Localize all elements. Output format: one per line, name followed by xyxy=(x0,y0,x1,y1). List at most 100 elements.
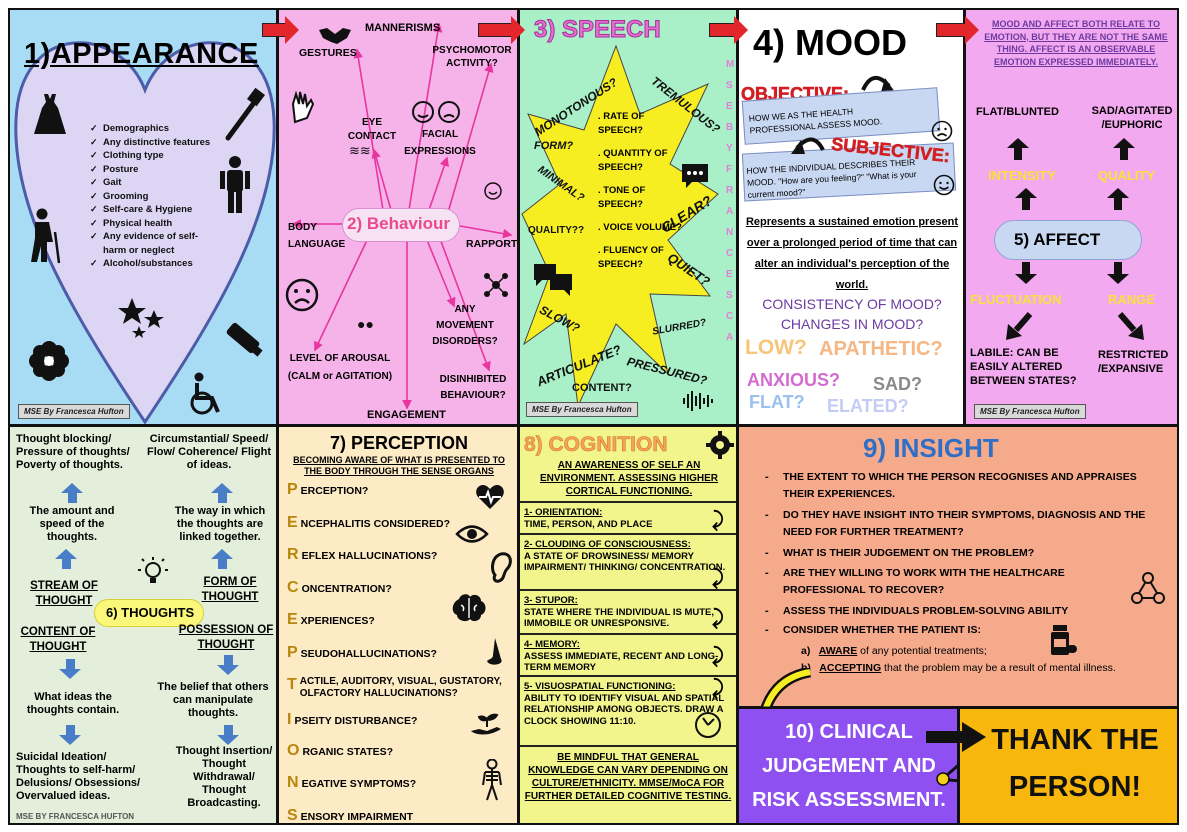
speech-word-content: CONTENT? xyxy=(572,382,632,394)
person-icon xyxy=(220,156,250,213)
hand-plant-icon xyxy=(471,713,501,735)
affect-title: 5) AFFECT xyxy=(1014,230,1101,249)
speech-title: 3) SPEECH xyxy=(534,16,662,44)
cognition-item: 1- ORIENTATION:TIME, PERSON, AND PLACE xyxy=(524,507,653,530)
thought-circumstantial: Circumstantial/ Speed/ Flow/ Coherence/ … xyxy=(146,433,272,471)
insight-panel: 9) INSIGHT - THE EXTENT TO WHICH THE PER… xyxy=(737,425,1179,708)
up-arrow-icon xyxy=(210,549,234,569)
clinical-panel: 10) CLINICAL JUDGEMENT AND RISK ASSESSME… xyxy=(737,707,959,825)
dress-icon xyxy=(34,94,66,134)
divider xyxy=(520,589,736,591)
thought-amount: The amount and speed of the thoughts. xyxy=(29,505,115,543)
stars-icon xyxy=(118,298,164,338)
credit-caps: MSE BY FRANCESCA HUFTON xyxy=(16,812,135,821)
cognition-title: 8) COGNITION xyxy=(524,433,668,457)
heartbeat-icon xyxy=(476,485,504,509)
list-item: Alcohol/substances xyxy=(90,257,220,271)
thoughts-title: 6) THOUGHTS xyxy=(106,605,195,620)
up-arrow-icon xyxy=(1112,138,1136,160)
speech-panel: 3) SPEECH MONOTONOUS? TREMULOUS? FORM? M… xyxy=(518,8,738,426)
behaviour-panel: GESTURES MANNERISMS PSYCHOMOTOR ACTIVITY… xyxy=(277,8,519,426)
appearance-panel: 1)APPEARANCE Demographics Any distinctiv… xyxy=(8,8,278,426)
list-item: Clothing type xyxy=(90,149,220,163)
cognition-item: 4- MEMORY:ASSESS IMMEDIATE, RECENT AND L… xyxy=(524,639,719,673)
handshake-icon xyxy=(319,28,351,44)
credit-label: MSE By Francesca Hufton xyxy=(974,404,1086,419)
down-arrow-icon xyxy=(1014,262,1038,284)
insight-item: DO THEY HAVE INSIGHT INTO THEIR SYMPTOMS… xyxy=(783,509,1146,538)
curved-arrow-icon: ⤸ xyxy=(712,607,724,629)
perception-subtitle: BECOMING AWARE OF WHAT IS PRESENTED TO T… xyxy=(293,455,505,476)
curved-arrow-icon: ⤸ xyxy=(712,645,724,667)
behaviour-title: 2) Behaviour xyxy=(347,214,450,233)
movement-disorders-label: ANY MOVEMENT DISORDERS? xyxy=(432,304,498,347)
mannerisms-label: MANNERISMS xyxy=(365,22,441,34)
mood-title: 4) MOOD xyxy=(753,22,908,63)
thought-blocking: Thought blocking/ Pressure of thoughts/ … xyxy=(16,433,130,471)
curved-arrow-icon: ⤸ xyxy=(712,677,724,699)
flow-arrow-icon xyxy=(709,16,748,44)
psychomotor-label: PSYCHOMOTOR ACTIVITY? xyxy=(432,45,512,69)
speech-item-rate: . RATE OF SPEECH? xyxy=(598,111,645,136)
changes-in-mood: CHANGES IN MOOD? xyxy=(780,316,924,332)
mood-panel: 4) MOOD OBJECTIVE: HOW WE AS THE HEALTH … xyxy=(737,8,965,426)
thought-way: The way in which the thoughts are linked… xyxy=(174,505,266,543)
toothpaste-icon xyxy=(226,322,263,357)
down-arrow-icon xyxy=(58,725,82,745)
sign-language-icon xyxy=(291,90,315,124)
mood-definition: Represents a sustained emotion present o… xyxy=(745,216,959,291)
smiley-icon xyxy=(484,182,502,200)
bullet-dash: - xyxy=(765,547,769,559)
affect-labile: LABILE: CAN BE EASILY ALTERED BETWEEN ST… xyxy=(970,347,1077,387)
appearance-list: Demographics Any distinctive features Cl… xyxy=(90,122,220,271)
curved-arrow-icon xyxy=(861,76,895,92)
affect-panel: MOOD AND AFFECT BOTH RELATE TO EMOTION, … xyxy=(964,8,1179,426)
mood-anxious: ANXIOUS? xyxy=(747,370,841,390)
thought-ideas: What ideas the thoughts contain. xyxy=(26,691,120,716)
possession-of-thought: POSSESSION OF THOUGHT xyxy=(178,624,274,651)
thought-belief: The belief that others can manipulate th… xyxy=(157,681,269,719)
list-item: Demographics xyxy=(90,122,220,136)
cognition-item: 5- VISUOSPATIAL FUNCTIONING:ABILITY TO I… xyxy=(524,681,725,727)
mood-flat: FLAT? xyxy=(749,392,805,412)
list-item: Posture xyxy=(90,163,220,177)
speech-items: . RATE OF SPEECH? . QUANTITY OF SPEECH? … xyxy=(598,110,682,272)
curved-arrow-icon: ⤸ xyxy=(712,509,724,531)
thoughts-panel: Thought blocking/ Pressure of thoughts/ … xyxy=(8,425,278,825)
thought-insertion: Thought Insertion/ Thought Withdrawal/ T… xyxy=(175,745,273,809)
diag-arrow-icon xyxy=(1006,312,1033,340)
wheelchair-icon xyxy=(190,372,220,415)
insight-item: THE EXTENT TO WHICH THE PERSON RECOGNISE… xyxy=(783,471,1137,500)
mood-sad: SAD? xyxy=(873,374,922,394)
rapport-label: RAPPORT xyxy=(466,238,518,250)
thoughts-cloud xyxy=(94,599,204,627)
list-item: Gait xyxy=(90,176,220,190)
flower-icon xyxy=(29,341,69,381)
smiley-icon xyxy=(933,174,955,196)
thanks-title: THANK THE PERSON! xyxy=(991,724,1159,803)
flow-arrow-icon xyxy=(478,16,525,44)
sad-face-icon xyxy=(285,278,319,312)
speech-side-text: MSE BY FRANCESCA xyxy=(726,59,735,343)
flow-arrow-icon xyxy=(262,16,299,44)
bullet-dash: - xyxy=(765,567,769,579)
affect-sad-label: SAD/AGITATED /EUPHORIC xyxy=(1091,105,1173,131)
elderly-person-icon xyxy=(31,208,61,264)
molecule-icon xyxy=(936,764,957,786)
list-item: Any distinctive features xyxy=(90,136,220,150)
faces-icon xyxy=(412,101,460,123)
divider xyxy=(520,675,736,677)
up-arrow-icon xyxy=(54,549,78,569)
cognition-item: 2- CLOUDING OF CONSCIOUSNESS:A STATE OF … xyxy=(524,539,726,573)
cognition-item: 3- STUPOR:STATE WHERE THE INDIVIDUAL IS … xyxy=(524,595,715,629)
ear-icon xyxy=(491,552,512,583)
level-of-arousal-label: LEVEL OF AROUSAL (CALM or AGITATION) xyxy=(287,353,393,382)
